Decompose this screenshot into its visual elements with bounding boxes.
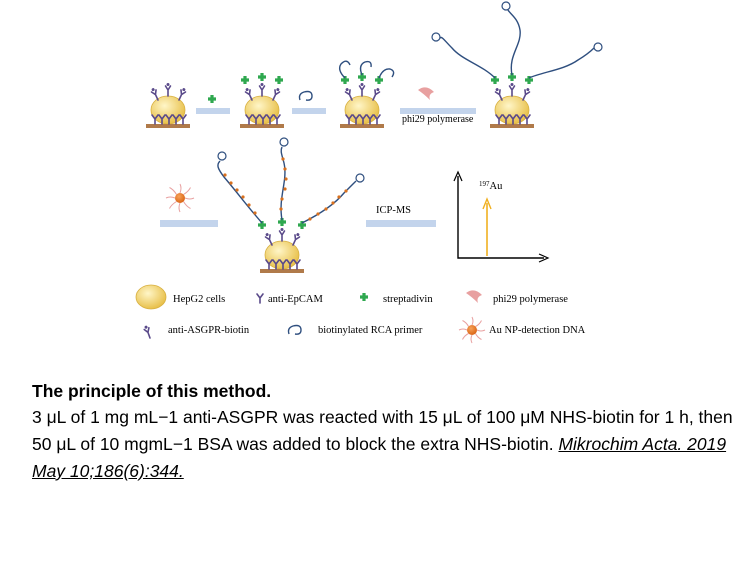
caption-body: 3 μL of 1 mg mL−1 anti-ASGPR was reacted… [32, 404, 748, 485]
x-axis-arrowhead [538, 253, 550, 263]
legend-label-phi29-polymerase: phi29 polymerase [493, 294, 568, 305]
arrow-2 [292, 108, 326, 114]
legend-label-biotinylated-rca-primer: biotinylated RCA primer [318, 325, 423, 336]
stage-1-cell [146, 82, 190, 128]
polymerase-step-label: phi29 polymerase [402, 114, 474, 125]
arrow-3 [400, 108, 476, 114]
figure-caption: The principle of this method. 3 μL of 1 … [32, 378, 748, 485]
icp-ms-label: ICP-MS [376, 205, 411, 216]
au-signal-peak-arrowhead [482, 197, 492, 210]
arrow-5 [366, 220, 436, 227]
caption-title: The principle of this method. [32, 381, 272, 401]
hepg2-cell-icon [135, 284, 167, 310]
streptavidin-reagent-icon [208, 95, 216, 103]
stage-4-cell [431, 1, 603, 128]
primer-reagent-icon [298, 90, 313, 101]
icp-ms-signal-graph: 197Au [453, 170, 550, 263]
arrow-1 [196, 108, 230, 114]
graph-axes [457, 176, 544, 259]
stage-5-cell [217, 137, 365, 273]
au-peak-label: 197Au [479, 180, 503, 192]
legend-label-hepg2-cells: HepG2 cells [173, 294, 225, 305]
arrow-4 [160, 220, 218, 227]
phi29-polymerase-icon [466, 290, 482, 303]
legend-label-anti-asgpr-biotin: anti-ASGPR-biotin [168, 325, 250, 336]
stage-2-cell [240, 73, 284, 128]
anti-epcam-icon [256, 293, 264, 304]
biotinylated-rca-primer-icon [287, 324, 302, 335]
method-diagram: phi29 polymerase [135, 1, 603, 344]
legend-label-streptavidin: streptadivin [383, 294, 433, 305]
legend-label-anti-epcam: anti-EpCAM [268, 294, 323, 305]
stage-3-cell [338, 60, 395, 128]
caption-citation-link[interactable]: Mikrochim Acta. 2019 May 10;186(6):344. [32, 434, 727, 481]
y-axis-arrowhead [453, 170, 463, 182]
streptavidin-icon [360, 293, 368, 301]
caption-body-text: 3 μL of 1 mg mL−1 anti-ASGPR was reacted… [32, 407, 733, 454]
legend-label-au-np-detection-dna: Au NP-detection DNA [489, 325, 586, 336]
au-np-detection-dna-icon [458, 316, 486, 344]
legend: HepG2 cells anti-EpCAM streptadivin phi2… [135, 284, 586, 344]
anti-asgpr-biotin-icon [142, 324, 154, 340]
au-np-reagent-icon [165, 183, 195, 213]
polymerase-reagent-icon [418, 87, 434, 100]
